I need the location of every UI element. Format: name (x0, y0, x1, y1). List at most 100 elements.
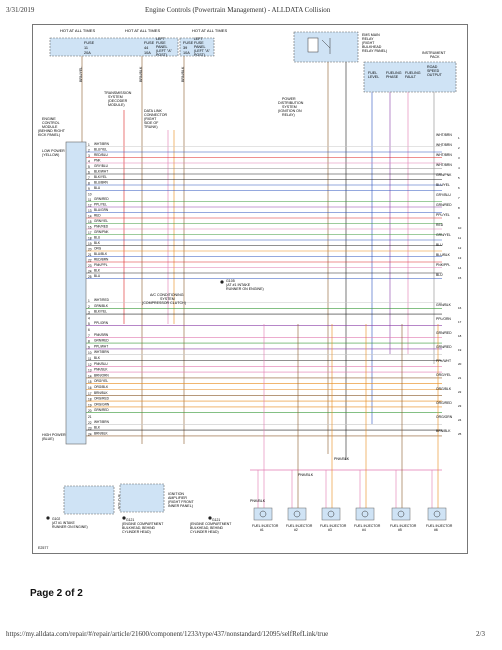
right-wire-label: GRY/BLU (436, 193, 451, 197)
ecm-pin-wire-label: BLK/YEL (94, 175, 107, 179)
ecm-pin-wire-label: PNK (94, 159, 101, 163)
ecm-pin-wire-label: RED (94, 214, 101, 218)
right-wire-label: GRN/RED (436, 331, 452, 335)
ground-g121-left-3: BULKHEAD, BEHIND (122, 526, 156, 530)
ecm-pin-number: 2 (88, 305, 90, 309)
ecm-pin-wire-label: PNK/BLU (94, 362, 108, 366)
ecm-pin-number: 1 (88, 143, 90, 147)
injector-coil-icon (327, 510, 335, 518)
fuse-panel-location-1: LEFT (156, 37, 166, 41)
ecm-pin-wire-label: RED/BRN (94, 258, 109, 262)
injector-bus-label-2: PNK/BLK (298, 473, 314, 477)
ecm-pin-wire-label: PPL/ORN (94, 321, 109, 325)
fuse-39-box (179, 37, 215, 57)
ground-g102-2: (AT #1 INTAKE (52, 521, 76, 525)
ground-g105-1: G105 (226, 279, 235, 283)
fuse-11-rating: 20A (84, 51, 91, 55)
ecm-pin-number: 22 (88, 421, 92, 425)
fuse-panel-location-r3: PANEL (194, 45, 206, 49)
ecm-pin-number: 21 (88, 253, 92, 257)
trans-system-1: TRANSMISSION (104, 91, 132, 95)
power-dist-4: (IGNITION ON (278, 109, 302, 113)
ground-g121-right-4: CYLINDER HEAD) (190, 530, 219, 534)
instrument-pack-title-1: INSTRUMENT (422, 51, 446, 55)
fueling-phase-label-2: PHASE (386, 75, 399, 79)
fuse-39-output-wire: BRN/BLK (181, 66, 185, 82)
injector-number: #3 (328, 528, 332, 532)
fuse-44-name: FUSE (144, 41, 155, 45)
injector-bus-label-3: PNK/BLK (250, 499, 266, 503)
right-wire-label: ORG/YEL (436, 373, 451, 377)
ecm-pin-number: 20 (88, 248, 92, 252)
injector-body (355, 507, 375, 521)
ground-g105-3: RUNNER ON ENGINE) (226, 287, 264, 291)
ecm-pin-number: 12 (88, 204, 92, 208)
right-wire-number: 24 (458, 418, 462, 422)
ecm-pin-wire-label: BRN/BLK (94, 391, 109, 395)
fuse-panel-location-4: (LEFT "A" (156, 49, 173, 53)
ecm-pin-wire-label: BRN/ORN (94, 373, 109, 377)
ecm-pin-number: 3 (88, 311, 90, 315)
ems-relay-box (293, 31, 359, 63)
right-wire-number: 25 (458, 432, 462, 436)
injector-coil-icon (433, 510, 441, 518)
ecm-title-3: MODULE (42, 125, 58, 129)
mid-components: A/C CONDITIONING SYSTEM (COMPRESSOR CLUT… (142, 279, 264, 305)
trans-system-4: MODULE) (108, 103, 125, 107)
ground-g121-left-2: (ENGINE COMPARTMENT (122, 522, 163, 526)
ecm-pin-wire-label: PNK/BLK (94, 368, 108, 372)
right-wire-number: 18 (458, 334, 462, 338)
ecm-pin-wire-label: BLU/BLK (94, 252, 108, 256)
injector-bus-label-1: PNK/BLK (334, 457, 350, 461)
right-wire-number: 23 (458, 404, 462, 408)
fuse-39-number: 39 (183, 46, 187, 50)
ecm-pin-wire-label: RED/BLU (94, 153, 109, 157)
fuse-44-number: 44 (144, 46, 148, 50)
ecm-pin-number: 5 (88, 165, 90, 169)
ecm-pin-number: 12 (88, 363, 92, 367)
ecm-pin-number: 16 (88, 386, 92, 390)
right-wire-number: 10 (458, 226, 462, 230)
fuse-44-output-wire: BRN/BLK (139, 66, 143, 82)
ecm-pin-wire-label: GRN/RED (94, 197, 109, 201)
ecm-pin-wire-label: WHT/BRN (94, 420, 110, 424)
ecm-pin-wire-label: GRN/RED (94, 339, 109, 343)
ecm-pin-wire-label: ORG/BLK (94, 385, 109, 389)
ecm-pin-number: 16 (88, 226, 92, 230)
fuse-panel-location-r2: FUSE (194, 41, 204, 45)
ecm-pin-number: 14 (88, 215, 92, 219)
dlc-5: TRUNK) (144, 125, 158, 129)
trans-system-2: SYSTEM (108, 95, 123, 99)
ground-g121-right-1: G121 (212, 518, 220, 522)
fuse-39-name: FUSE (183, 41, 194, 45)
injector-label: FUEL INJECTOR (354, 524, 381, 528)
ac-system-2: SYSTEM (160, 297, 175, 301)
page-label: Page 2 of 2 (30, 588, 83, 599)
ecm-pin-number: 4 (88, 160, 90, 164)
fuse-11-number: 11 (84, 46, 88, 50)
injector-coil-icon (259, 510, 267, 518)
right-wire-number: 14 (458, 266, 462, 270)
ecm-pin-number: 8 (88, 340, 90, 344)
ground-g121-right-symbol (208, 516, 212, 520)
fueling-phase-label-1: FUELING (386, 71, 402, 75)
right-wire-label: GRN/YEL (436, 233, 451, 237)
ecm-pin-number: 17 (88, 392, 92, 396)
ecm-pin-number: 19 (88, 242, 92, 246)
ecm-pin-wire-label: WHT/RED (94, 298, 110, 302)
ign-amp-1: IGNITION (168, 492, 184, 496)
ecm-pin-number: 21 (88, 415, 92, 419)
right-wire-label: WHT/BRN (436, 153, 452, 157)
right-wire-label: WHT/BRN (436, 143, 452, 147)
ems-relay-line-2: RELAY (362, 37, 374, 41)
footer-page-fraction: 2/3 (476, 630, 485, 638)
ecm-title-4: (BEHIND RIGHT (38, 129, 66, 133)
injector-body (287, 507, 307, 521)
fuse-panel: HOT AT ALL TIMES HOT AT ALL TIMES HOT AT… (49, 28, 227, 82)
ecm-title-5: KICK PANEL) (38, 133, 60, 137)
ecm-pin-wire-label: PPL/WHT (94, 344, 108, 348)
injector-number: #4 (362, 528, 366, 532)
footer-url: https://my.alldata.com/repair/#/repair/a… (6, 630, 329, 638)
ecm-pin-number: 18 (88, 398, 92, 402)
